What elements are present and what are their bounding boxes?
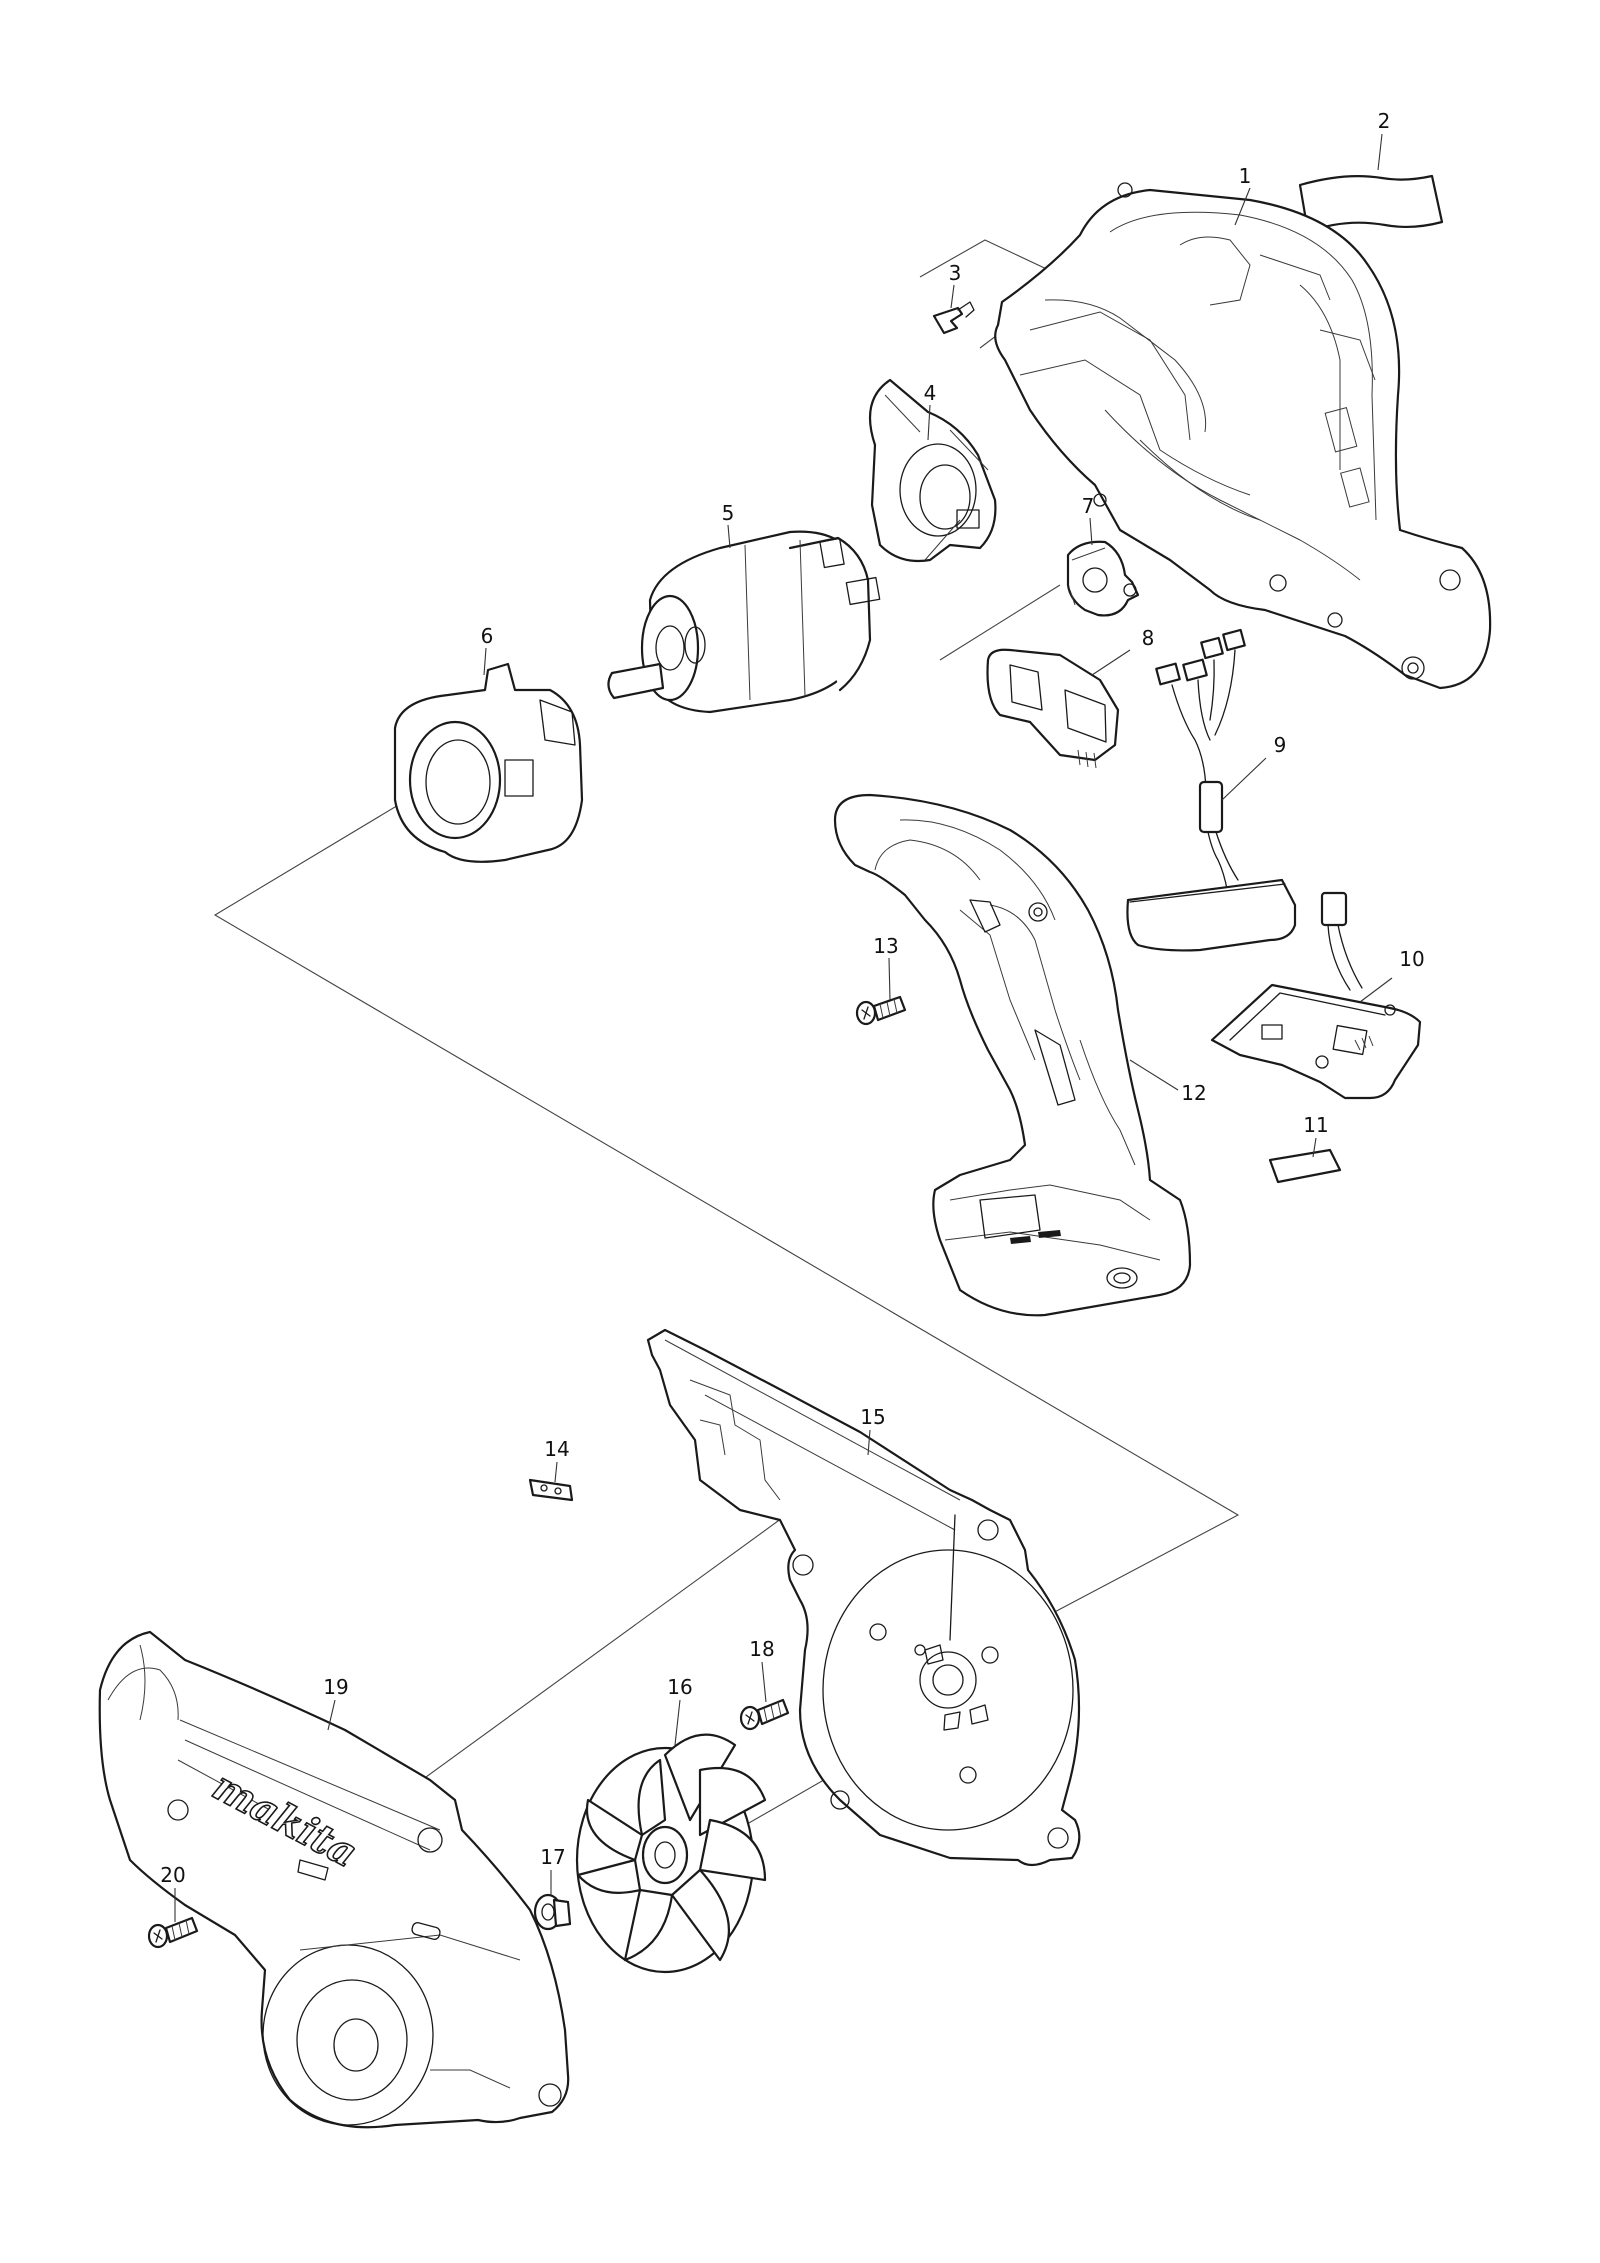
callout-15: 15 [860,1405,885,1429]
callout-8: 8 [1142,626,1155,650]
callout-11: 11 [1303,1113,1328,1137]
part-6-end-cover [393,662,584,863]
part-11-label [1268,1148,1342,1184]
part-7-switch-dial [1066,540,1140,617]
part-13-screw [855,995,907,1026]
callout-13: 13 [873,934,898,958]
callout-6: 6 [481,624,494,648]
part-5-motor [607,530,881,714]
part-9-controller-with-leads [1126,628,1297,952]
part-16-fan-impeller [575,1733,767,1974]
callout-14: 14 [544,1437,569,1461]
callout-3: 3 [949,261,962,285]
callout-5: 5 [722,501,735,525]
part-8-switch [986,648,1120,769]
part-14-plate [528,1478,574,1502]
callout-20: 20 [160,1863,185,1887]
part-4-motor-holder [868,378,997,563]
part-19-front-housing: makita [98,1630,570,2129]
part-20-screw [147,1916,199,1949]
callout-16: 16 [667,1675,692,1699]
callout-18: 18 [749,1637,774,1661]
callout-4: 4 [924,381,937,405]
callout-7: 7 [1082,494,1095,518]
callout-1: 1 [1239,164,1252,188]
callout-19: 19 [323,1675,348,1699]
part-2-label-sheet [1298,174,1444,234]
part-15-fan-housing [646,1328,1081,1867]
callout-labels: 1 2 3 4 5 6 7 8 9 10 11 12 13 14 15 16 1… [160,109,1424,1887]
part-12-handle-housing [833,793,1192,1317]
callout-9: 9 [1274,733,1287,757]
part-3-clip [932,301,975,335]
part-17-nut [533,1893,572,1931]
callout-2: 2 [1378,109,1391,133]
part-10-terminal-board [1210,891,1422,1100]
part-1-motor-housing [994,182,1492,690]
callout-10: 10 [1399,947,1424,971]
leader-lines [174,133,1393,1922]
callout-17: 17 [540,1845,565,1869]
callout-12: 12 [1181,1081,1206,1105]
part-18-screw [739,1698,790,1731]
